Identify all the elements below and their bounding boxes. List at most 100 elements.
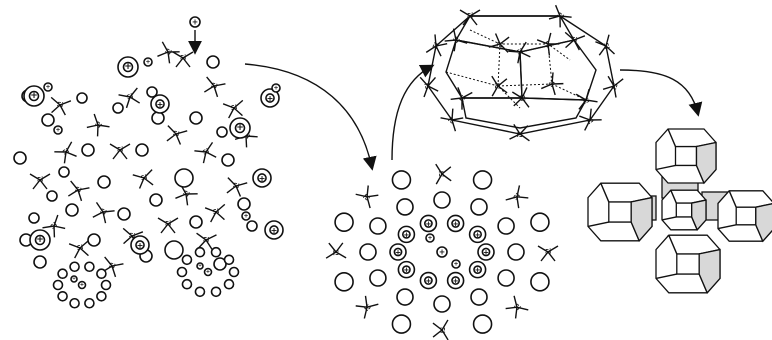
cation-charge: +	[483, 248, 489, 257]
si-tetrahedron: Si	[547, 5, 572, 29]
water-molecule	[360, 244, 376, 260]
cation-charge: +	[267, 93, 274, 103]
cation-ion: +	[79, 282, 86, 289]
si-label: Si	[516, 47, 525, 56]
cluster-water	[58, 269, 67, 278]
cluster-water	[70, 299, 79, 308]
cation-charge: +	[475, 230, 481, 239]
cluster-water	[85, 299, 94, 308]
cation-complex: +	[420, 215, 436, 231]
si-label: Si	[203, 236, 210, 244]
cation-ion-charge: +	[206, 269, 210, 275]
si-label: Si	[547, 79, 556, 88]
cation-complex: +	[131, 236, 149, 254]
water-molecule	[82, 144, 94, 156]
si-label: Si	[108, 262, 116, 271]
water-molecule	[474, 315, 492, 333]
water-molecule	[118, 208, 130, 220]
si-label: Si	[180, 55, 186, 62]
cation-complex: +	[478, 244, 494, 260]
cluster-water	[182, 255, 191, 264]
si-label: Si	[49, 221, 58, 230]
cluster-water	[58, 292, 67, 301]
water-molecule	[207, 56, 219, 68]
cation-charge: +	[453, 276, 459, 285]
cation-ring-cluster: ++	[178, 248, 239, 297]
water-molecule	[238, 198, 250, 210]
water-molecule	[471, 289, 487, 305]
si-label: Si	[230, 104, 238, 112]
cation-charge: +	[137, 240, 144, 250]
si-tetrahedron: Si	[433, 320, 448, 340]
si-tetrahedron: Si	[326, 243, 346, 258]
cation-ion-charge: +	[72, 276, 76, 282]
water-molecule	[14, 152, 26, 164]
si-tetrahedron: Si	[158, 218, 178, 233]
si-label: Si	[447, 115, 456, 124]
cation-complex: +	[448, 215, 464, 231]
cation-charge: +	[475, 265, 481, 274]
si-label: Si	[438, 327, 445, 333]
si-tetrahedron: Si	[30, 174, 50, 189]
water-molecule	[397, 199, 413, 215]
sodalite-cage-panel: SiSiSiSiSiSiSiSiSiSiSiSiSiSiSiSiSiSiSi	[420, 5, 623, 141]
cation-ion-charge: +	[145, 59, 150, 66]
water-molecule	[434, 192, 450, 208]
si-label: Si	[76, 244, 84, 252]
water-molecule	[471, 199, 487, 215]
water-molecule	[29, 213, 39, 223]
si-label: Si	[333, 248, 340, 255]
cation-complex: +	[448, 273, 464, 289]
cation-ion-charge: +	[427, 235, 432, 242]
si-label: Si	[165, 221, 171, 228]
cluster-water	[182, 280, 191, 289]
cation-complex: +	[265, 221, 283, 239]
cation-complex: +	[253, 169, 271, 187]
cation-charge: +	[157, 99, 164, 109]
framework-cage-left	[588, 183, 652, 241]
cation-complex: +	[390, 244, 406, 260]
cage-square-face	[609, 202, 631, 222]
si-label: Si	[518, 94, 526, 101]
water-molecule	[165, 241, 183, 259]
cation-charge: +	[259, 173, 266, 183]
si-tetrahedron: Si	[541, 72, 565, 97]
water-molecule	[222, 154, 234, 166]
cation-complex: +	[151, 95, 169, 113]
cation-ion: +	[71, 276, 77, 283]
arrow-gel-to-cluster	[245, 64, 372, 168]
si-label: Si	[494, 83, 501, 90]
cluster-water	[195, 248, 204, 257]
water-molecule	[77, 93, 87, 103]
water-molecule	[190, 112, 202, 124]
si-tetrahedron: Si	[356, 183, 381, 208]
cation-ion-charge: +	[198, 263, 202, 269]
si-label: Si	[512, 192, 521, 201]
cluster-water	[102, 281, 111, 290]
cluster-water	[178, 268, 187, 277]
si-label: Si	[545, 249, 551, 256]
cation-charge: +	[30, 91, 38, 101]
si-tetrahedron: Si	[194, 142, 218, 164]
si-label: Si	[61, 147, 70, 156]
si-tetrahedron: Si	[49, 97, 71, 115]
si-tetrahedron: Si	[202, 77, 226, 98]
cation-complex: +	[420, 273, 436, 289]
cluster-water	[195, 287, 204, 296]
water-molecule	[217, 127, 227, 137]
si-tetrahedron: Si	[205, 204, 227, 222]
si-label: Si	[37, 177, 43, 184]
cation-charge: +	[425, 219, 431, 228]
framework-cage-right	[718, 191, 772, 241]
cation-charge: +	[395, 248, 401, 257]
si-tetrahedron: Si	[538, 246, 558, 261]
cation-ion-charge: +	[80, 282, 84, 288]
cation-charge: +	[425, 276, 431, 285]
si-tetrahedron: Si	[504, 296, 529, 321]
si-label: Si	[585, 115, 594, 124]
water-molecule	[370, 270, 386, 286]
cage-hidden-edge	[498, 84, 552, 86]
cage-square-face	[736, 207, 756, 225]
cation-complex: +	[470, 262, 486, 278]
